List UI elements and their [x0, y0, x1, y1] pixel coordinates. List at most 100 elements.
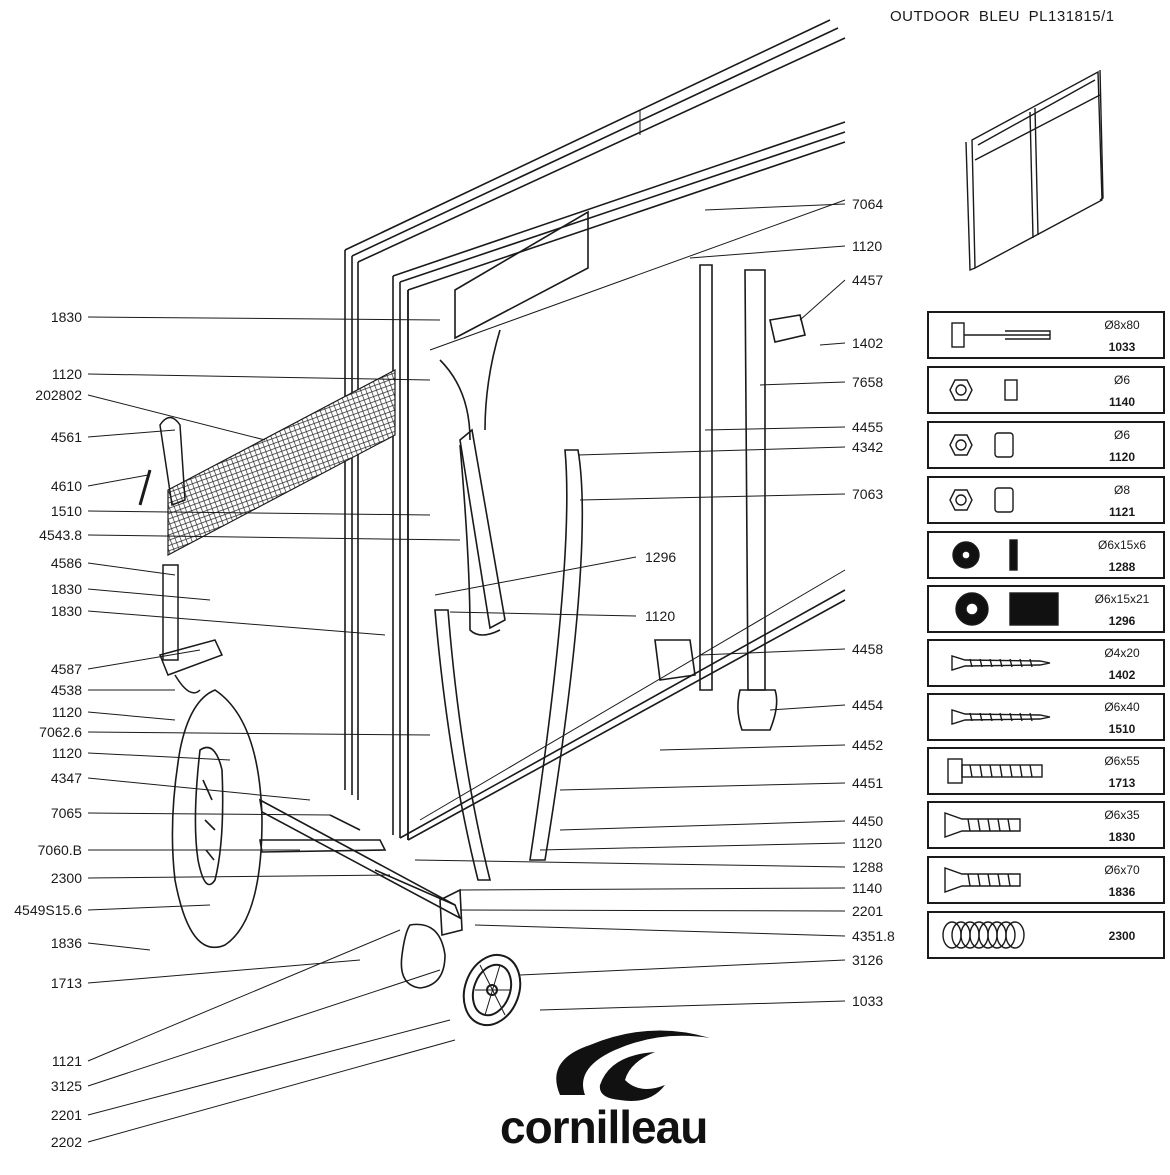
leader-line: [459, 909, 846, 912]
leader-line: [87, 610, 386, 636]
hardware-code: 1713: [1109, 776, 1136, 790]
wheel-cover: [171, 689, 263, 949]
hardware-code: 1033: [1109, 340, 1136, 354]
callout-label: 7060.B: [38, 842, 82, 858]
leader-line: [819, 342, 846, 346]
callout-label: 1120: [52, 704, 82, 720]
folded-table-inset: [965, 69, 1104, 272]
frame-legs: [434, 264, 806, 881]
hardware-code: 1830: [1109, 830, 1136, 844]
callout-label: 7062.6: [39, 724, 82, 740]
hardware-size: Ø6x70: [1104, 863, 1140, 877]
callout-label: 1288: [852, 859, 883, 875]
callout-label: 2300: [51, 870, 82, 886]
callout-label: 202802: [35, 387, 82, 403]
leader-line: [87, 959, 361, 984]
hardware-item: Ø6 1120: [927, 421, 1165, 469]
callout-label: 1033: [852, 993, 883, 1009]
hardware-code: 1836: [1109, 885, 1136, 899]
callout-label: 1120: [852, 238, 882, 254]
brand-logo-icon: [556, 1030, 710, 1101]
leader-line: [87, 373, 431, 381]
callout-label: 7063: [852, 486, 883, 502]
leader-line: [87, 534, 461, 541]
callout-label: 2201: [852, 903, 883, 919]
leader-line: [434, 556, 637, 596]
callout-label: 1120: [52, 745, 82, 761]
hardware-item: Ø6 1140: [927, 366, 1165, 414]
table-top-panel: [344, 19, 846, 841]
brand-wordmark: cornilleau: [500, 1101, 708, 1153]
leader-line: [704, 426, 846, 431]
leader-line: [87, 812, 331, 816]
nut-icon: [949, 379, 1018, 401]
hardware-size: Ø6: [1114, 428, 1130, 442]
hardware-code: 1140: [1109, 395, 1135, 409]
hardware-code: 1120: [1109, 450, 1135, 464]
callout-leaders: [87, 203, 846, 1143]
leader-line: [769, 704, 846, 711]
callout-label: 4342: [852, 439, 883, 455]
callout-label: 4586: [51, 555, 82, 571]
callout-label: 4455: [852, 419, 883, 435]
callout-label: 4610: [51, 478, 82, 494]
document-title: OUTDOOR BLEU PL131815/1: [890, 8, 1115, 25]
callout-label: 4561: [51, 429, 82, 445]
leader-line: [87, 777, 311, 801]
leader-line: [539, 842, 846, 851]
leader-line: [87, 588, 211, 601]
leader-line: [799, 279, 846, 321]
callout-label: 4538: [51, 682, 82, 698]
callout-label: 4549S15.6: [14, 902, 82, 918]
leader-line: [87, 562, 176, 576]
callout-label: 4454: [852, 697, 883, 713]
leader-line: [579, 493, 846, 501]
callout-label: 1830: [51, 603, 82, 619]
callout-label: 1120: [852, 835, 882, 851]
net: [167, 369, 396, 556]
callout-label: 1140: [852, 880, 882, 896]
callout-label: 1510: [51, 503, 82, 519]
leader-line: [759, 381, 846, 386]
callout-label: 1836: [51, 935, 82, 951]
leader-line: [87, 316, 441, 321]
callout-label: 4347: [51, 770, 82, 786]
callout-label: 1402: [852, 335, 883, 351]
hardware-code: 1121: [1109, 505, 1135, 519]
hardware-size: Ø6x40: [1104, 700, 1140, 714]
leader-line: [659, 744, 846, 751]
hardware-size: Ø6x15x6: [1098, 538, 1146, 552]
left-callout-labels: 1830 1120 202802 4561 4610 1510 4543.8 4586 1830…: [14, 309, 82, 1150]
hardware-code: 1402: [1109, 668, 1136, 682]
hardware-size: Ø6: [1114, 373, 1130, 387]
callout-label: 3126: [852, 952, 883, 968]
callout-label: 4351.8: [852, 928, 895, 944]
leader-line: [559, 820, 846, 831]
leader-line: [87, 929, 401, 1062]
leader-line: [474, 924, 846, 937]
callout-label: 1830: [51, 309, 82, 325]
hardware-item: 2300: [927, 911, 1165, 959]
leader-line: [414, 859, 846, 868]
hardware-size: Ø8x80: [1104, 318, 1140, 332]
callout-label: 1120: [52, 366, 82, 382]
leader-line: [87, 942, 151, 951]
hardware-size: Ø6x15x21: [1095, 592, 1150, 606]
callout-label: 2202: [51, 1134, 82, 1150]
callout-label: 4543.8: [39, 527, 82, 543]
callout-label: 3125: [51, 1078, 82, 1094]
lock-nut-icon: [949, 487, 1014, 513]
countersunk-screw-icon: [944, 867, 1021, 893]
hardware-code: 1288: [1109, 560, 1136, 574]
callout-label: 4452: [852, 737, 883, 753]
callout-label: 7658: [852, 374, 883, 390]
leader-line: [699, 648, 846, 656]
callout-label: 4587: [51, 661, 82, 677]
leader-line: [87, 474, 149, 487]
hardware-item: Ø6x70 1836: [927, 856, 1165, 904]
